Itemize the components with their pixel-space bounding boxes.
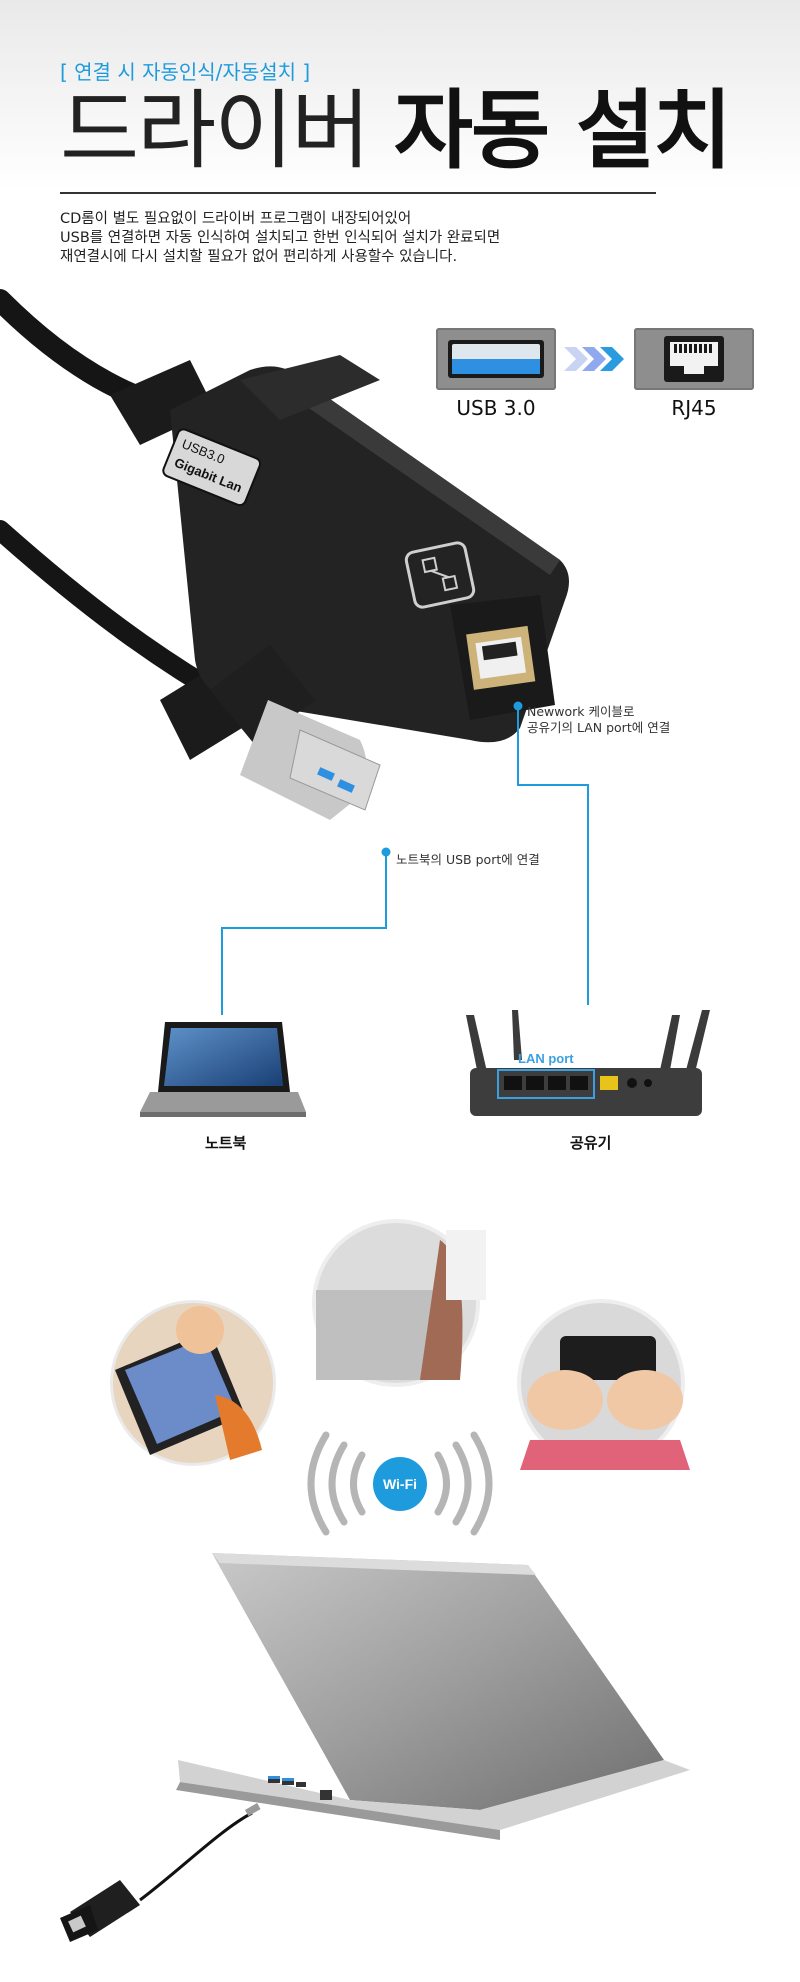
description-line: 재연결시에 다시 설치할 필요가 없어 편리하게 사용할수 있습니다.: [60, 249, 458, 265]
router-caption: 공유기: [570, 1134, 612, 1152]
connector-dot: [381, 847, 391, 857]
wifi-icon: [307, 1431, 493, 1536]
network-note-line1: Newwork 케이블로: [527, 704, 635, 719]
header-background: [0, 0, 800, 190]
section-tag: [ 연결 시 자동인식/자동설치 ]: [60, 60, 311, 84]
wifi-badge: [373, 1457, 427, 1511]
laptop-image: [140, 1022, 306, 1117]
connector-line-network: [517, 706, 589, 1005]
ethernet-port-icon: [664, 336, 724, 382]
page-title: 드라이버 자동 설치: [60, 88, 732, 174]
network-note-line2: 공유기의 LAN port에 연결: [527, 720, 671, 735]
usb-connector-chip: [436, 328, 556, 390]
usb-plug: [210, 645, 381, 820]
description-line: CD롬이 별도 필요없이 드라이버 프로그램이 내장되어있어: [60, 211, 412, 227]
phone-circle: [517, 1299, 690, 1470]
title-bold: 자동 설치: [393, 81, 732, 181]
usb-note: 노트북의 USB port에 연결: [396, 852, 540, 867]
router-port-label: LAN port: [518, 1051, 574, 1066]
title-divider: [60, 192, 656, 194]
arrow-right-icon: [564, 347, 624, 371]
wifi-label: Wi-Fi: [383, 1476, 417, 1492]
connector-line-usb: [221, 852, 387, 1015]
laptop-caption: 노트북: [205, 1134, 247, 1152]
description-line: USB를 연결하면 자동 인식하여 설치되고 한번 인식되어 설치가 완료되면: [60, 230, 501, 246]
large-laptop-image: [176, 1553, 690, 1840]
rj45-connector-chip: [634, 328, 754, 390]
usb-label: USB 3.0: [456, 396, 536, 420]
rj45-label: RJ45: [671, 396, 717, 420]
description: CD롬이 별도 필요없이 드라이버 프로그램이 내장되어있어 USB를 연결하면…: [60, 210, 500, 267]
router-image: LAN port: [466, 1010, 710, 1116]
tablet-circle: [110, 1300, 276, 1466]
connector-dot: [513, 701, 523, 711]
title-light: 드라이버: [60, 81, 370, 181]
laptop-circle: [312, 1219, 486, 1387]
usb-port-icon: [448, 340, 544, 378]
small-adapter-image: [60, 1803, 261, 1942]
network-note: Newwork 케이블로 공유기의 LAN port에 연결: [527, 704, 670, 736]
